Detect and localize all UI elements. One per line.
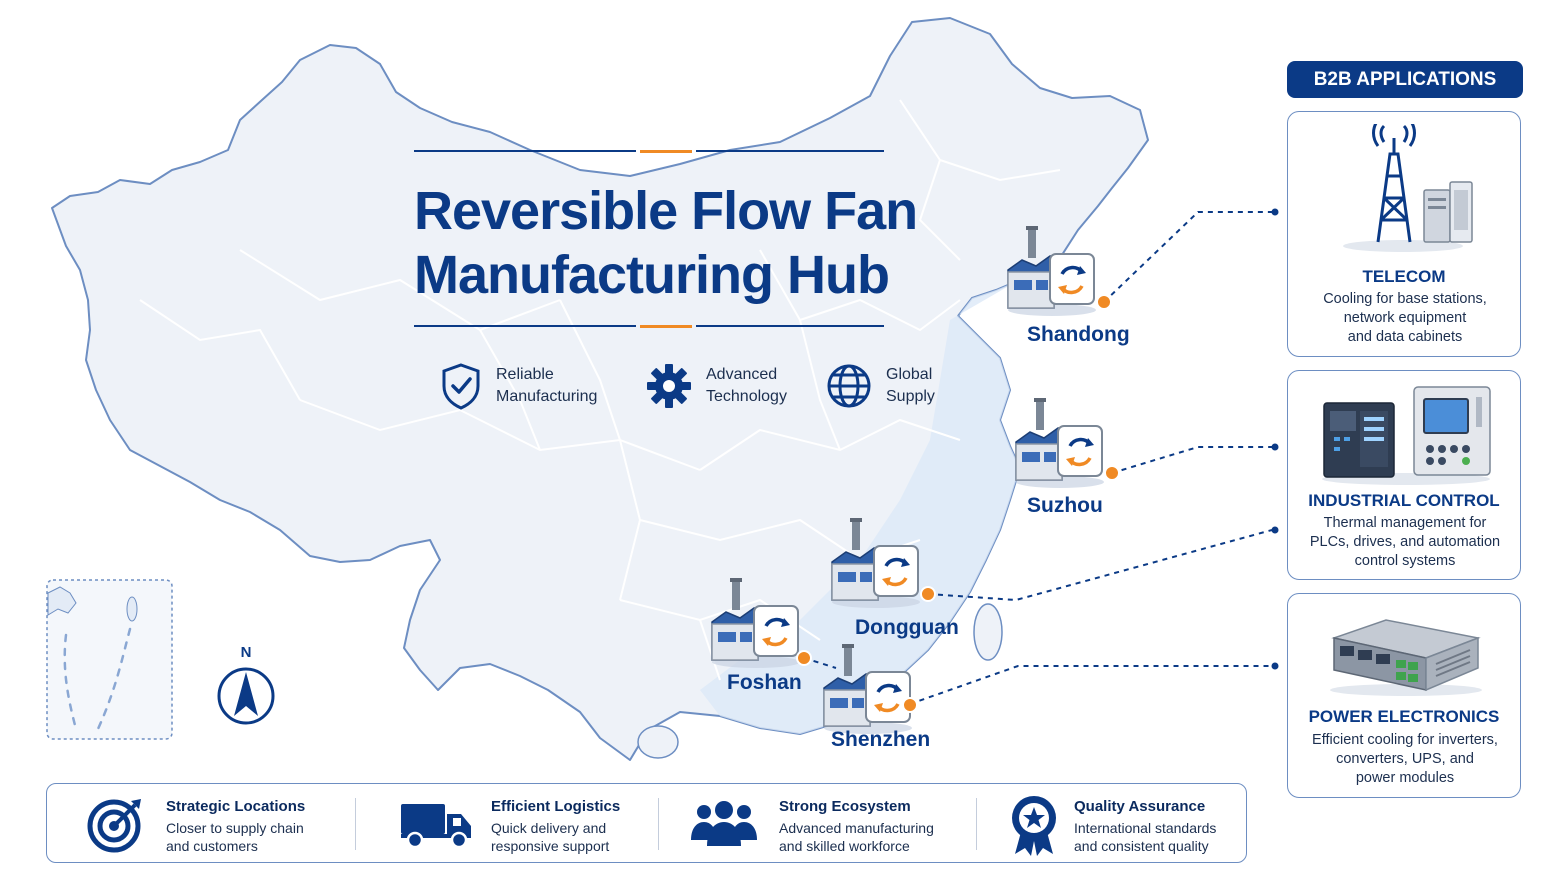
benefit-desc-line: International standards [1074, 820, 1217, 836]
province-borders [139, 99, 1061, 681]
card-desc-line: control systems [1354, 553, 1456, 569]
connector-lines [803, 211, 1273, 705]
benefit-desc-line: and customers [166, 838, 258, 854]
quality-badge-icon [1012, 796, 1056, 856]
card-desc-line: Cooling for base stations, [1323, 291, 1487, 307]
card-title: TELECOM [1362, 267, 1446, 286]
benefit-desc: International standards and consistent qu… [1074, 819, 1216, 855]
b2b-heading: B2B APPLICATIONS [1287, 61, 1523, 98]
card-desc-line: Efficient cooling for inverters, [1312, 732, 1498, 748]
card-title: POWER ELECTRONICS [1308, 707, 1500, 726]
card-title: INDUSTRIAL CONTROL [1308, 491, 1500, 510]
benefit-desc-line: and consistent quality [1074, 838, 1209, 854]
benefit-title: Strategic Locations [166, 798, 306, 815]
page-title: Reversible Flow Fan Manufacturing Hub [414, 179, 918, 307]
city-label-shenzhen: Shenzhen [831, 728, 931, 751]
benefit-desc-line: Closer to supply chain [166, 820, 304, 836]
shield-check-icon [442, 363, 480, 410]
compass-icon [217, 667, 275, 725]
city-label-suzhou: Suzhou [1027, 494, 1103, 517]
application-card-telecom: TELECOM Cooling for base stations, netwo… [1287, 111, 1521, 357]
benefit-desc-line: responsive support [491, 838, 610, 854]
factory-icon-shenzhen [823, 644, 912, 734]
factory-icon-suzhou [1015, 398, 1104, 488]
feature-label: Manufacturing [496, 388, 598, 405]
factory-icon-dongguan [831, 518, 920, 608]
card-desc-line: power modules [1355, 770, 1455, 786]
factory-icon-foshan [711, 578, 800, 668]
hainan-island [637, 725, 679, 759]
city-markers [796, 294, 1120, 713]
city-label-shandong: Shandong [1027, 323, 1130, 346]
benefit-divider [355, 798, 356, 850]
benefit-desc-line: Advanced manufacturing [779, 820, 934, 836]
card-desc-line: PLCs, drives, and automation [1309, 534, 1501, 550]
title-line-2: Manufacturing Hub [414, 245, 890, 305]
card-description: Efficient cooling for inverters, convert… [1296, 731, 1514, 788]
benefit-ecosystem: Strong Ecosystem Advanced manufacturing a… [659, 784, 976, 864]
card-desc-line: and data cabinets [1347, 329, 1463, 345]
card-desc-line: network equipment [1343, 310, 1467, 326]
benefit-strategic: Strategic Locations Closer to supply cha… [47, 784, 355, 864]
telecom-tower-icon [1343, 124, 1473, 252]
benefit-divider [976, 798, 977, 850]
city-label-foshan: Foshan [727, 671, 802, 694]
title-block: Reversible Flow Fan Manufacturing Hub [414, 150, 918, 328]
power-module-icon [1330, 619, 1482, 696]
title-rule-bottom [414, 325, 914, 328]
card-description: Cooling for base stations, network equip… [1296, 290, 1514, 347]
feature-label: Reliable [496, 366, 554, 383]
coastal-shading [700, 268, 1040, 734]
benefit-logistics: Efficient Logistics Quick delivery and re… [356, 784, 658, 864]
feature-label: Advanced [706, 366, 778, 383]
feature-label: Technology [706, 388, 787, 405]
card-desc-line: Thermal management for [1323, 515, 1487, 531]
application-card-power: POWER ELECTRONICS Efficient cooling for … [1287, 593, 1521, 798]
globe-icon [827, 364, 871, 408]
benefit-desc-line: and skilled workforce [779, 838, 910, 854]
benefit-desc: Closer to supply chain and customers [166, 819, 304, 855]
benefit-desc-line: Quick delivery and [491, 820, 607, 836]
benefit-desc: Quick delivery and responsive support [491, 819, 609, 855]
card-description: Thermal management for PLCs, drives, and… [1296, 514, 1514, 571]
feature-label: Supply [886, 388, 935, 405]
north-label: N [240, 644, 252, 661]
gear-icon [647, 364, 691, 408]
benefit-title: Quality Assurance [1074, 798, 1206, 815]
card-desc-line: converters, UPS, and [1336, 751, 1474, 767]
benefit-divider [658, 798, 659, 850]
title-rule-top [414, 150, 914, 153]
people-icon [691, 801, 757, 846]
truck-icon [401, 804, 471, 848]
benefits-bar: Strategic Locations Closer to supply cha… [46, 783, 1247, 863]
taiwan-island [973, 603, 1003, 661]
north-arrow: N [214, 644, 278, 728]
connector-endpoints [1271, 208, 1279, 670]
benefit-title: Efficient Logistics [491, 798, 621, 815]
benefit-desc: Advanced manufacturing and skilled workfo… [779, 819, 934, 855]
industrial-controller-icon [1322, 386, 1491, 485]
target-icon [87, 799, 141, 853]
title-line-1: Reversible Flow Fan [414, 181, 918, 241]
south-china-sea-inset [46, 579, 173, 740]
benefit-title: Strong Ecosystem [779, 798, 911, 815]
application-card-industrial: INDUSTRIAL CONTROL Thermal management fo… [1287, 370, 1521, 580]
benefit-quality: Quality Assurance International standard… [977, 784, 1246, 864]
city-label-dongguan: Dongguan [855, 616, 959, 639]
factory-icon-shandong [1007, 226, 1096, 316]
feature-label: Global [886, 366, 933, 383]
